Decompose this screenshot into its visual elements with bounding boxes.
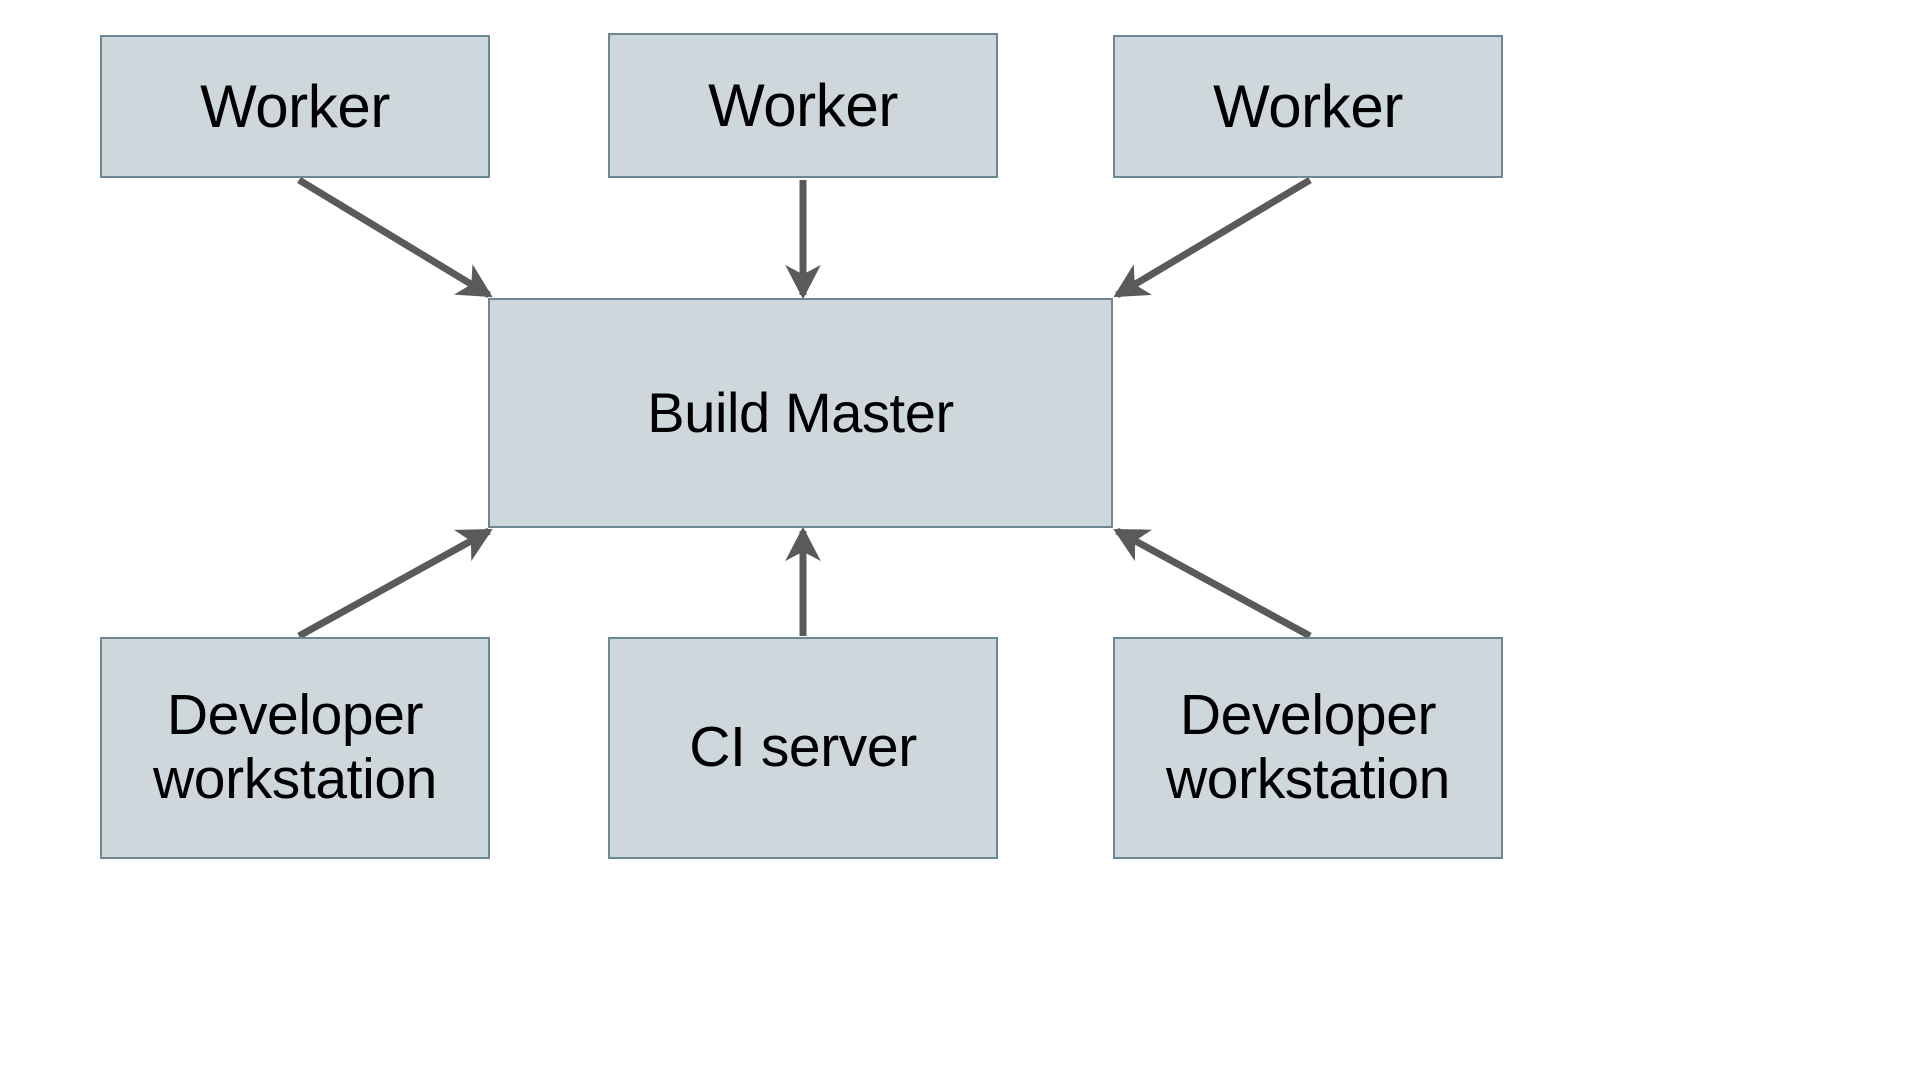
node-developer-workstation-right[interactable]: Developer workstation (1113, 637, 1503, 859)
node-worker-left-label: Worker (200, 72, 390, 140)
node-ci-server-label: CI server (689, 715, 917, 780)
node-build-master[interactable]: Build Master (488, 298, 1113, 528)
node-worker-right-label: Worker (1213, 72, 1403, 140)
node-developer-workstation-left-label: Developer workstation (153, 683, 437, 811)
node-worker-right[interactable]: Worker (1113, 35, 1503, 178)
edge-worker-left-to-build-master (297, 177, 493, 298)
node-developer-workstation-left[interactable]: Developer workstation (100, 637, 490, 859)
node-ci-server[interactable]: CI server (608, 637, 998, 859)
node-developer-workstation-right-label: Developer workstation (1166, 683, 1450, 811)
edge-worker-right-to-build-master (1113, 176, 1312, 299)
node-worker-center[interactable]: Worker (608, 33, 998, 178)
node-build-master-label: Build Master (647, 380, 954, 444)
edge-dev-right-to-build-master (1113, 527, 1312, 640)
node-worker-left[interactable]: Worker (100, 35, 490, 178)
node-worker-center-label: Worker (708, 71, 898, 139)
edge-dev-left-to-build-master (297, 527, 493, 640)
